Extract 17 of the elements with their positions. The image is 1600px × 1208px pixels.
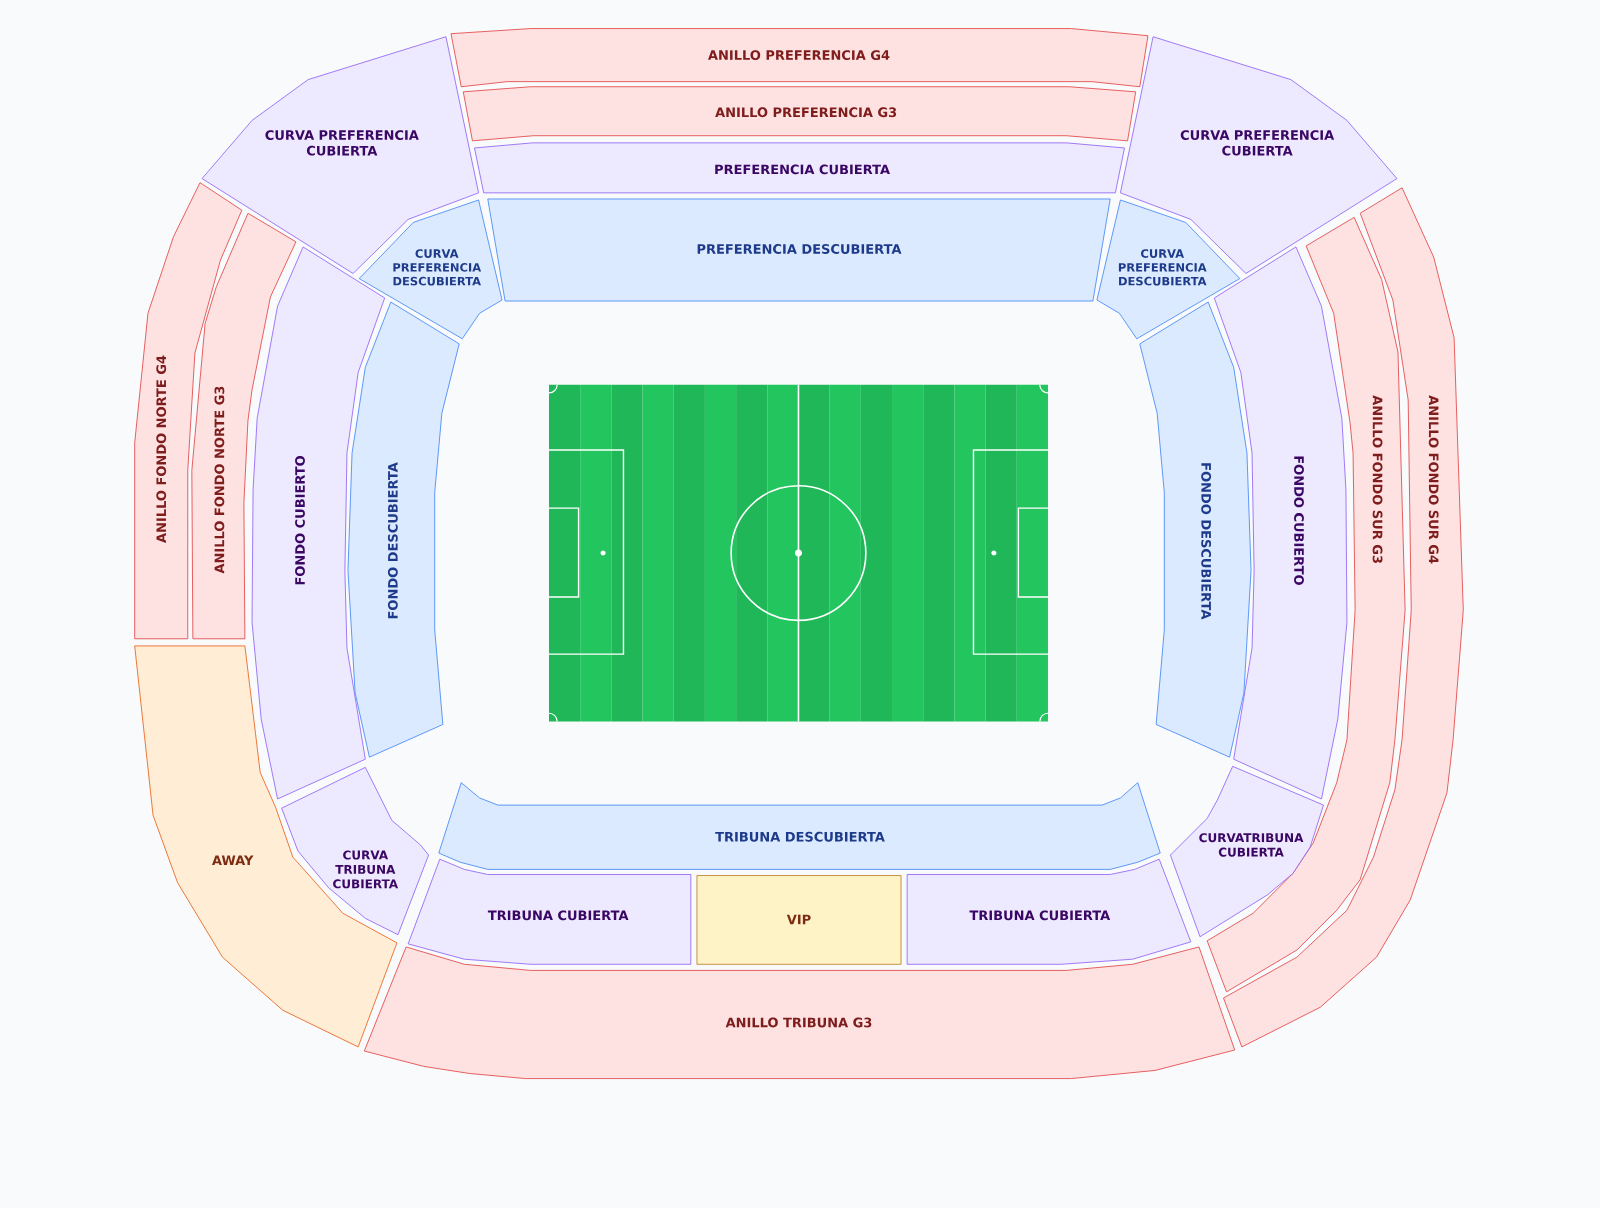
- seating-section: ANILLO PREFERENCIA G4: [450, 28, 1149, 88]
- seating-section: FONDO DESCUBIERTA: [347, 301, 460, 758]
- seating-section: TRIBUNA DESCUBIERTA: [438, 782, 1161, 870]
- seating-section: ANILLO PREFERENCIA G3: [462, 86, 1137, 142]
- seating-section: PREFERENCIA CUBIERTA: [474, 142, 1125, 194]
- seating-section: CURVA PREFERENCIA DESCUBIERTA: [1096, 199, 1241, 340]
- seating-section: FONDO CUBIERTO: [251, 246, 386, 800]
- seating-section: CURVA TRIBUNA CUBIERTA: [281, 766, 429, 935]
- seating-section: CURVATRIBUNA CUBIERTA: [1170, 765, 1324, 938]
- seating-section: TRIBUNA CUBIERTA: [906, 858, 1192, 965]
- seating-section: FONDO DESCUBIERTA: [1139, 301, 1252, 758]
- seating-section: PREFERENCIA DESCUBIERTA: [487, 198, 1111, 302]
- seating-section: FONDO CUBIERTO: [1213, 246, 1348, 800]
- seating-section: ANILLO TRIBUNA G3: [363, 946, 1236, 1079]
- seating-section: TRIBUNA CUBIERTA: [407, 858, 692, 965]
- seating-section: CURVA PREFERENCIA DESCUBIERTA: [358, 199, 503, 340]
- seating-section: VIP: [696, 875, 902, 965]
